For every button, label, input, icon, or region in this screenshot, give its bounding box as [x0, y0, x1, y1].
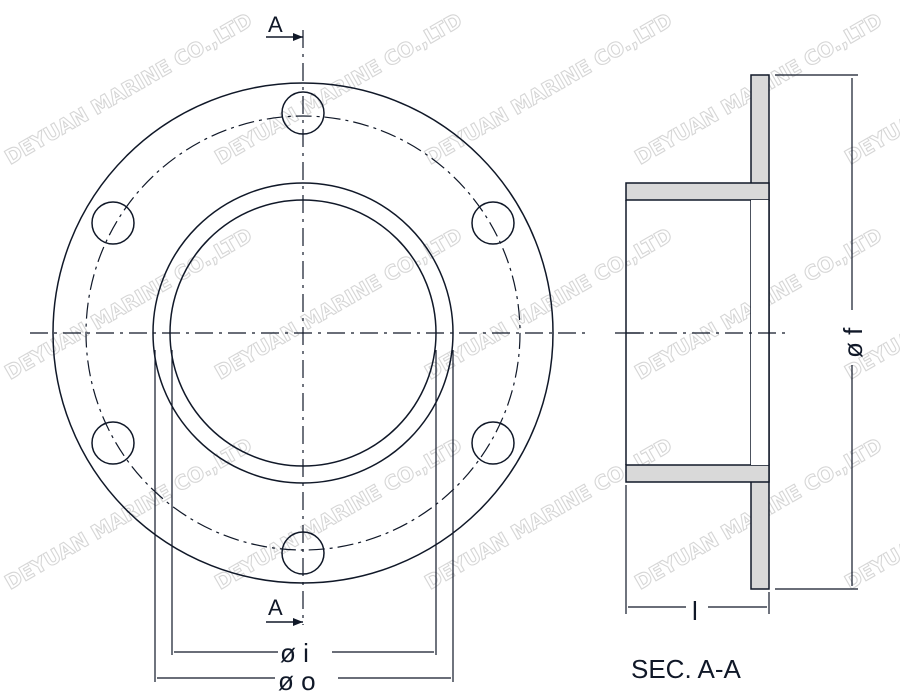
bolt-hole — [91, 201, 135, 245]
front-view — [30, 30, 590, 682]
bolt-hole — [471, 201, 515, 245]
bolt-hole — [471, 421, 515, 465]
hub-wall-top — [625, 182, 770, 201]
dim-label-outer-diameter: ø o — [278, 666, 316, 696]
dim-label-flange-diameter: ø f — [838, 327, 868, 358]
bolt-hole — [91, 421, 135, 465]
hub-wall-bottom — [625, 464, 770, 483]
section-label-top: A — [268, 12, 283, 37]
arrow-head-icon — [293, 33, 303, 41]
section-view — [615, 74, 858, 614]
dim-label-inner-diameter: ø i — [280, 638, 309, 668]
arrow-head-icon — [293, 618, 303, 626]
dim-label-length: l — [692, 596, 698, 626]
section-title: SEC. A-A — [631, 654, 741, 684]
section-label-bottom: A — [268, 595, 283, 620]
